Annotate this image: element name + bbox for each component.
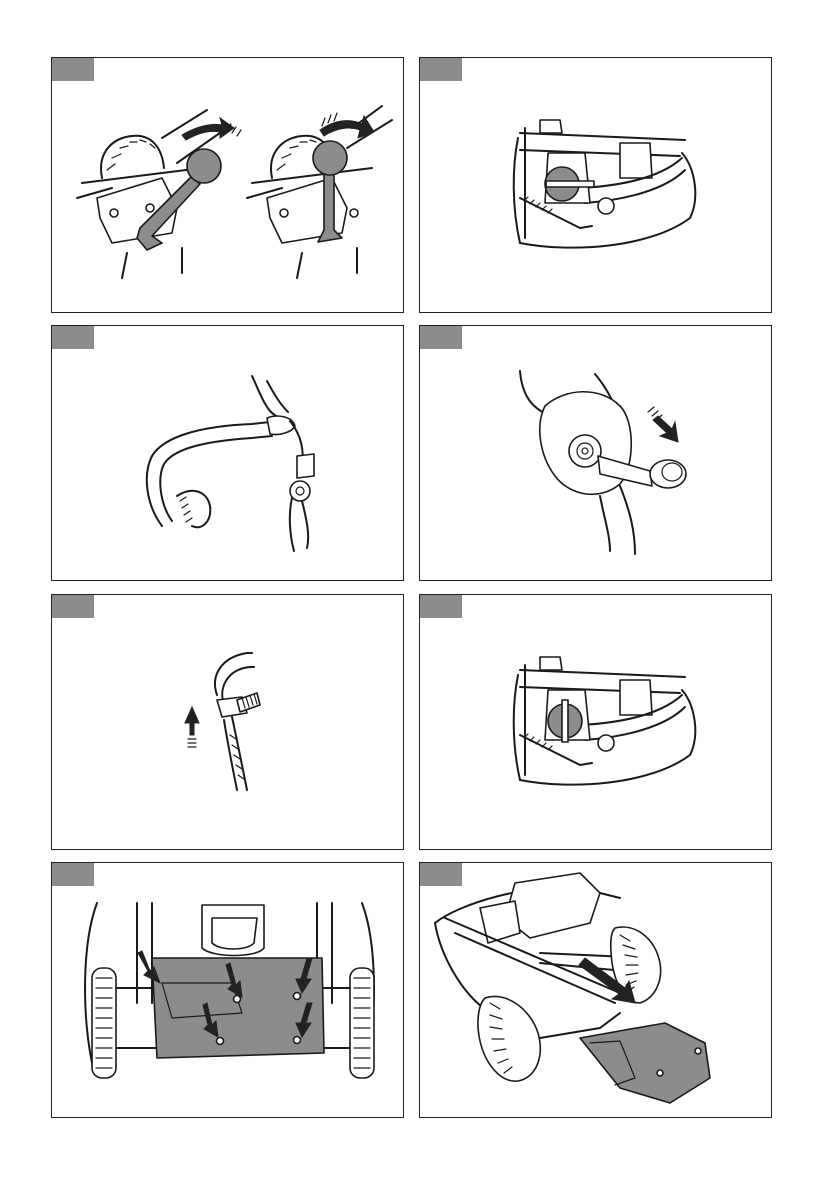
bolt [146,204,154,212]
hand [252,376,292,422]
engine-cap [540,120,562,133]
handle-grip-illustration [52,326,404,581]
clamp-slot [562,700,568,742]
cable-guide-illustration [52,595,404,850]
handle-knob-tighten-illustration [420,326,772,581]
cable-clip [297,454,314,478]
engine-cover [212,918,257,949]
clamp-slot [546,181,594,187]
bracket [620,680,652,715]
nut [598,198,614,214]
bracket [620,143,652,178]
engine-side [480,901,520,943]
nut [598,735,614,751]
bolt-washer [569,435,601,467]
screw [217,1038,224,1045]
rear-flap [580,1023,710,1103]
rear-deck-screws-illustration [52,863,404,1118]
figure-panel-7 [51,862,404,1118]
engine-cable-clamp-rotated-illustration [420,595,772,850]
height-adjust-lever-illustration [52,58,404,313]
figure-panel-3 [51,325,404,581]
rear-flap-removal-illustration [420,863,772,1118]
screw [294,993,301,1000]
lever-knob [313,141,347,175]
screw [657,1070,663,1076]
lever-knob [187,149,221,183]
figure-panel-8 [419,862,772,1118]
figure-panel-2 [419,57,772,313]
screw [695,1048,701,1054]
bolt [350,209,358,217]
figure-panel-6 [419,594,772,850]
figure-panel-5 [51,594,404,850]
figure-panel-4 [419,325,772,581]
figure-panel-1 [51,57,404,313]
screw [234,996,241,1003]
screw [294,1037,301,1044]
grip [267,416,295,434]
arrow-right-icon [320,116,374,138]
wheel-right [350,968,374,1078]
bolt [280,209,288,217]
wheel-left [92,968,116,1078]
engine-cable-clamp-illustration [420,58,772,313]
arrow-up-icon [185,707,199,735]
engine-cap [540,657,562,670]
bolt [110,209,118,217]
